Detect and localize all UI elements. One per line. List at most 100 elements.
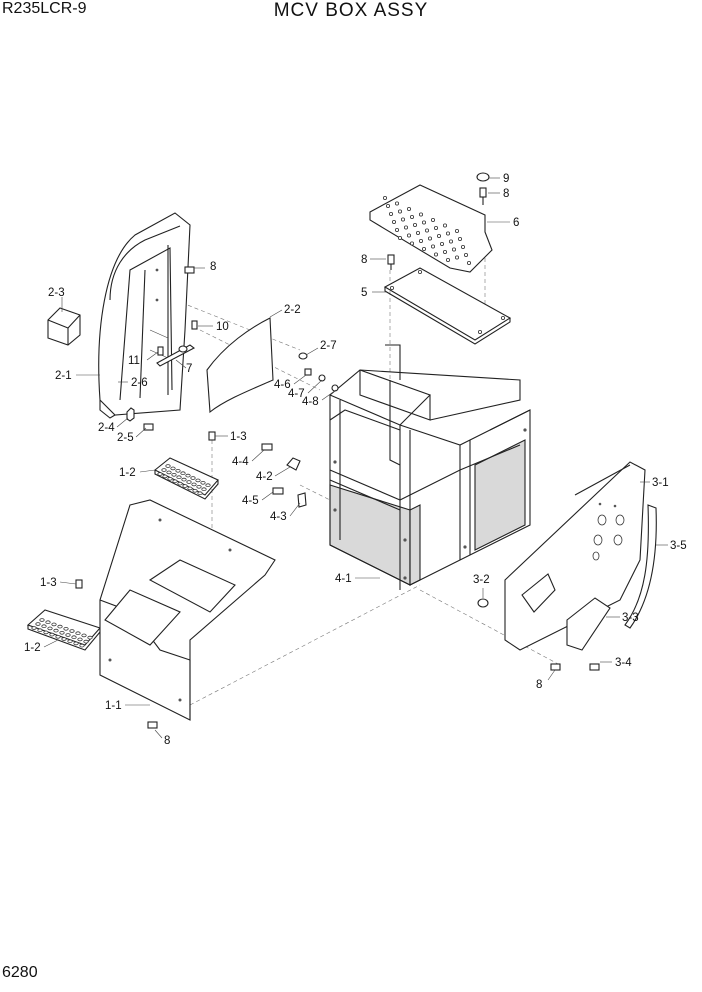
callout-1-1: 1-1 [105, 700, 122, 712]
callout-4-7: 4-7 [288, 388, 305, 400]
page-title: MCV BOX ASSY [273, 0, 429, 21]
tread-hole [180, 471, 186, 476]
callout-2-3: 2-3 [48, 287, 65, 299]
callout-3-5: 3-5 [670, 540, 687, 552]
callout-8: 8 [361, 254, 367, 266]
perforation-hole [430, 217, 435, 222]
perforation-hole [463, 252, 468, 257]
callout-3-3: 3-3 [622, 612, 639, 624]
perforation-hole [406, 206, 411, 211]
perforation-hole [415, 230, 420, 235]
tread-hole [162, 474, 168, 479]
callout-9: 9 [503, 173, 509, 185]
perforation-hole [409, 214, 414, 219]
tread-hole [200, 480, 206, 485]
tread-hole [182, 484, 188, 488]
perforation-hole [382, 195, 387, 200]
callout-leaders [43, 177, 668, 739]
base-bracket [99, 499, 276, 721]
perforation-hole [445, 231, 450, 236]
tread-hole [176, 475, 182, 480]
tread-hole [190, 476, 196, 480]
perforation-hole [430, 244, 435, 249]
perforation-hole [442, 249, 447, 254]
perforation-hole [427, 236, 432, 241]
step-plate-upper [153, 457, 219, 500]
callout-2-4: 2-4 [98, 422, 115, 434]
tread-hole [71, 635, 77, 639]
tread-hole [41, 624, 47, 628]
callout-4-8: 4-8 [302, 396, 319, 408]
callout-1-3: 1-3 [230, 431, 247, 443]
perforation-hole [394, 201, 399, 206]
tread-hole [69, 629, 75, 633]
callout-4-6: 4-6 [274, 379, 291, 391]
perforation-hole [397, 235, 402, 240]
callout-2-5: 2-5 [117, 432, 134, 444]
callout-3-4: 3-4 [615, 657, 632, 669]
tread-hole [47, 626, 53, 631]
callout-11: 11 [128, 355, 140, 367]
curved-panel [206, 317, 274, 414]
perforation-hole [412, 222, 417, 227]
tread-hole [31, 626, 37, 630]
perforation-hole [433, 225, 438, 230]
perforation-hole [442, 223, 447, 228]
tread-hole [185, 473, 191, 478]
model-code: R235LCR-9 [2, 0, 87, 17]
callout-8: 8 [536, 679, 542, 691]
tread-hole [37, 628, 43, 632]
callout-4-1: 4-1 [335, 573, 352, 585]
tread-hole [87, 635, 93, 640]
tread-hole [57, 624, 63, 629]
perforation-hole [454, 228, 459, 233]
perforation-hole [385, 203, 390, 208]
grommet [477, 598, 489, 608]
tread-hole [192, 488, 198, 493]
callout-5: 5 [361, 287, 367, 299]
callout-4-4: 4-4 [232, 456, 249, 468]
perforation-hole [424, 228, 429, 233]
perforation-hole [418, 238, 423, 243]
tread-hole [77, 637, 83, 642]
perforation-hole [409, 241, 414, 246]
tread-hole [175, 468, 181, 473]
perforation-hole [388, 211, 393, 216]
tread-hole [75, 631, 81, 635]
callout-8: 8 [503, 188, 509, 200]
tread-hole [186, 480, 192, 484]
mcv-box-frame [328, 344, 531, 590]
switch-box [47, 307, 81, 346]
trim-strip [624, 504, 657, 629]
callout-1-2: 1-2 [119, 467, 136, 479]
tread-hole [197, 491, 203, 496]
tread-hole [67, 639, 73, 643]
perforation-hole [403, 225, 408, 230]
callout-1-2: 1-2 [24, 642, 41, 654]
tread-hole [195, 478, 201, 483]
callout-8: 8 [210, 261, 216, 273]
callout-10: 10 [216, 321, 229, 333]
perforation-hole [433, 252, 438, 257]
side-panel [98, 212, 191, 419]
tread-hole [201, 487, 207, 492]
tread-hole [63, 626, 69, 631]
callout-3-1: 3-1 [652, 477, 669, 489]
perforation-hole [457, 236, 462, 241]
tread-hole [191, 482, 197, 487]
tread-hole [181, 477, 187, 482]
callout-8: 8 [164, 735, 170, 747]
tread-hole [65, 633, 71, 637]
callout-1-3: 1-3 [40, 577, 57, 589]
perforation-hole [406, 233, 411, 238]
perforation-hole [421, 220, 426, 225]
tread-hole [81, 633, 87, 638]
bracket-bar [156, 320, 308, 367]
perforation-hole [439, 241, 444, 246]
perforation-hole [466, 260, 471, 265]
perforation-hole [445, 257, 450, 262]
tread-hole [73, 641, 79, 646]
perforation-hole [421, 246, 426, 251]
tread-hole [79, 643, 85, 648]
